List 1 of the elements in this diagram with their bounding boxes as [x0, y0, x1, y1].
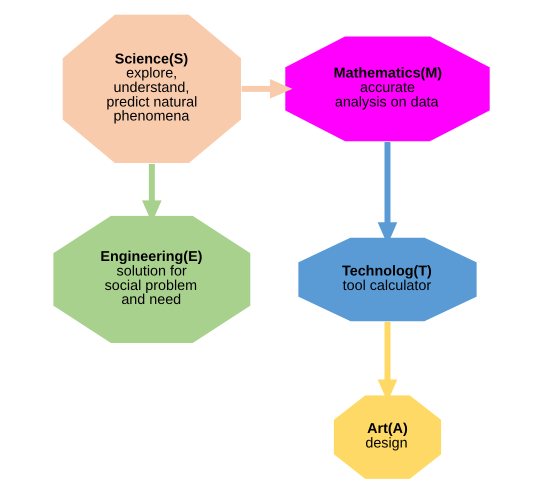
arrow	[241, 78, 292, 98]
